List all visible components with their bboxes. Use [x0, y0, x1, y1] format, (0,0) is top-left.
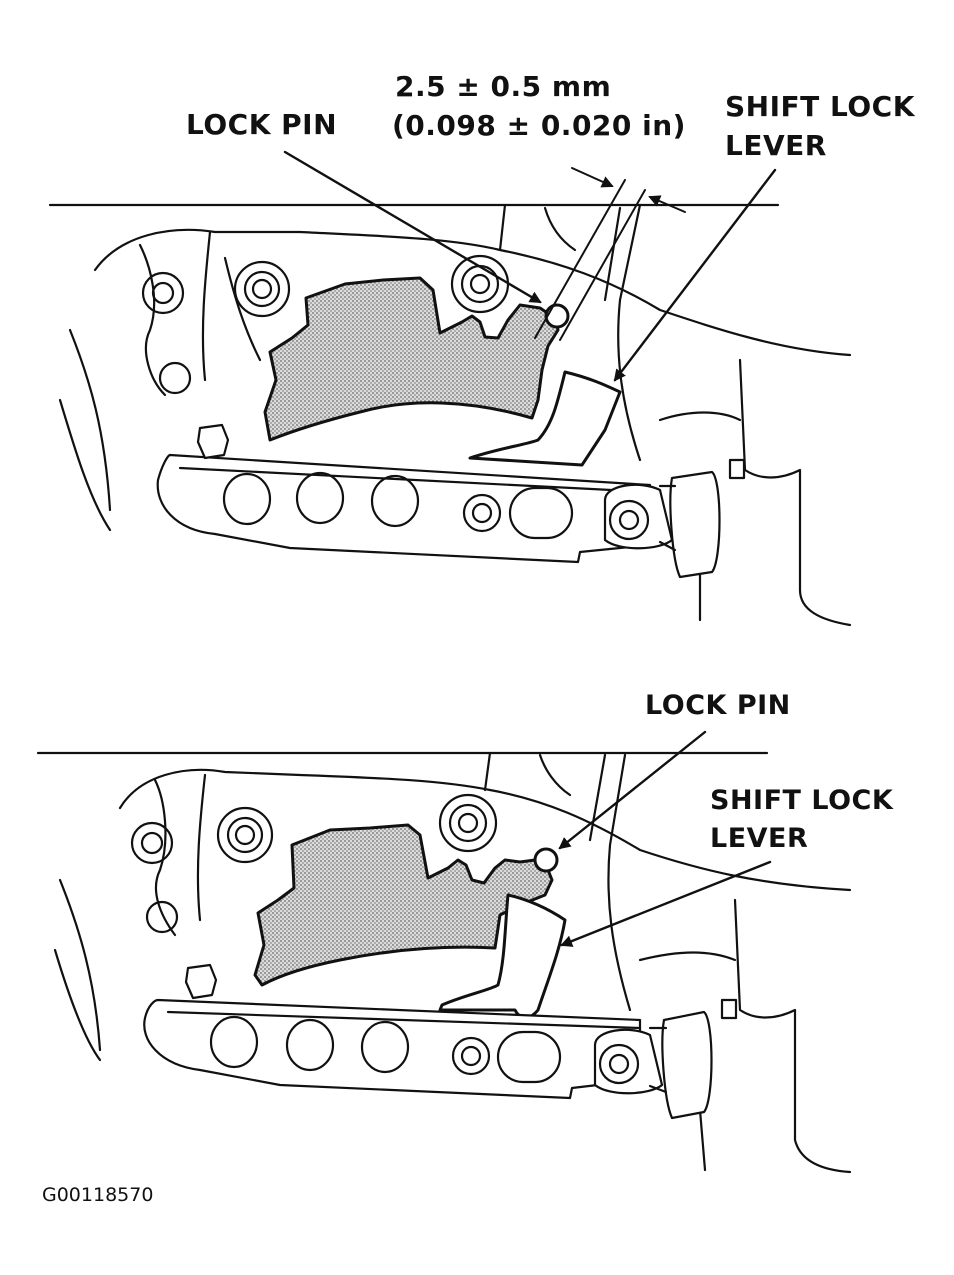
bottom-bolt-left [130, 821, 174, 865]
top-shift-lock-leader [613, 168, 777, 382]
bottom-connector [661, 1010, 713, 1120]
top-lock-pin-label: LOCK PIN [186, 108, 338, 141]
bottom-detent-plate [253, 823, 554, 987]
top-connector [669, 470, 721, 579]
top-gap-line-1 [559, 189, 646, 341]
bottom-view [36, 730, 852, 1174]
top-bolt-left [141, 271, 185, 315]
bottom-lock-pin-leader [558, 730, 707, 850]
bottom-housing-outline [118, 768, 852, 892]
top-measurement-mm: 2.5 ± 0.5 mm [395, 70, 612, 103]
top-detent-plate [263, 276, 560, 442]
bottom-bolt-mid [216, 806, 274, 864]
bottom-shift-lock-label-line1: SHIFT LOCK [710, 785, 894, 816]
top-shift-lock-lever [468, 370, 622, 467]
figure-code: G00118570 [42, 1184, 154, 1206]
top-lock-pin-leader [283, 150, 542, 304]
top-measurement-in: (0.098 ± 0.020 in) [392, 109, 686, 142]
top-nut [196, 423, 230, 460]
top-shift-lock-label-line1: SHIFT LOCK [725, 90, 915, 123]
top-bolt-mid [233, 260, 291, 318]
top-right-block [738, 358, 852, 627]
top-bolt-right [450, 254, 510, 314]
bottom-lock-pin-label: LOCK PIN [645, 690, 791, 721]
bottom-bolt-right [438, 793, 498, 853]
top-detent-rod [156, 453, 652, 564]
bottom-right-block [733, 898, 852, 1174]
top-view [48, 150, 852, 627]
bottom-lock-pin [533, 847, 559, 873]
bottom-shift-lock-label-line2: LEVER [710, 823, 809, 854]
top-gap-line-2 [534, 179, 626, 339]
bottom-shift-lock-leader [560, 860, 772, 947]
top-shift-lock-label-line2: LEVER [725, 129, 827, 162]
top-lock-pin [544, 303, 570, 329]
bottom-nut [184, 963, 218, 1000]
